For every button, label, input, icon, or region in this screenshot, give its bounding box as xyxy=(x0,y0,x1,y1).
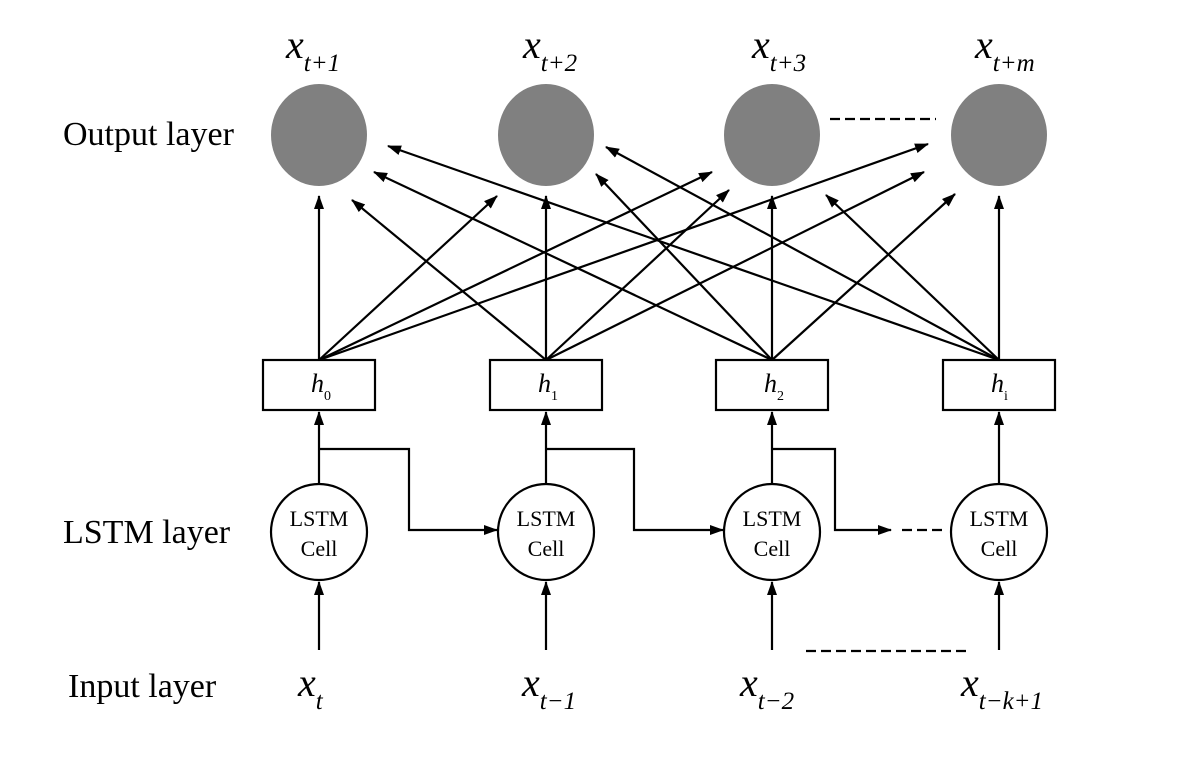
output-sub-1: t+2 xyxy=(541,50,577,77)
output-node-2 xyxy=(724,84,820,186)
edge-h1-to-out2 xyxy=(545,189,730,361)
hidden-box-2 xyxy=(714,358,830,412)
edge-h3-to-out0 xyxy=(387,144,1000,362)
lstm-cell-line1-1: LSTM xyxy=(517,506,576,531)
input-sub-2: t−2 xyxy=(758,688,794,715)
output-layer-label: Output layer xyxy=(63,116,235,153)
edge-h0-to-out3 xyxy=(318,142,929,362)
edges xyxy=(314,117,1004,653)
edge-h1-to-out3 xyxy=(545,171,925,361)
lstm-cell-line2-0: Cell xyxy=(301,536,338,561)
output-label-2: xt+3 xyxy=(751,22,806,77)
recurrent-edge-2 xyxy=(546,447,724,535)
lstm-cell-2 xyxy=(722,482,822,582)
edge-h3-to-out1 xyxy=(605,146,1000,361)
input-sub-1: t−1 xyxy=(540,688,576,715)
edge-h3-to-out2 xyxy=(825,194,1000,361)
input-layer-label: Input layer xyxy=(68,668,217,705)
hidden-box-3 xyxy=(941,358,1057,412)
hidden-sub-1: 1 xyxy=(551,389,558,404)
input-sub-3: t−k+1 xyxy=(979,688,1043,715)
output-node-0 xyxy=(271,84,367,186)
lstm-cells: LSTM Cell LSTM Cell LSTM Cell LSTM Cell xyxy=(269,482,1049,582)
input-label-0: xt xyxy=(297,660,324,715)
output-labels: xt+1 xt+2 xt+3 xt+m xyxy=(285,22,1035,77)
output-sub-3: t+m xyxy=(993,50,1035,77)
lstm-cell-3 xyxy=(949,482,1049,582)
hidden-sub-0: 0 xyxy=(324,389,331,404)
input-sub-0: t xyxy=(316,688,324,715)
output-sub-2: t+3 xyxy=(770,50,806,77)
input-labels: xt xt−1 xt−2 xt−k+1 xyxy=(297,660,1043,715)
output-node-3 xyxy=(951,84,1047,186)
edge-h2-to-out0 xyxy=(373,171,773,361)
output-label-0: xt+1 xyxy=(285,22,340,77)
hidden-label-3: hi xyxy=(991,369,1008,404)
hidden-sub-3: i xyxy=(1004,389,1008,404)
output-sub-0: t+1 xyxy=(304,50,340,77)
output-label-3: xt+m xyxy=(974,22,1035,77)
lstm-cell-1 xyxy=(496,482,596,582)
edge-h2-to-out3 xyxy=(771,193,956,361)
edge-h2-to-out1 xyxy=(595,173,773,361)
lstm-layer-label: LSTM layer xyxy=(63,514,231,551)
hidden-box-1 xyxy=(488,358,604,412)
output-nodes xyxy=(271,84,1047,186)
edge-h1-to-out0 xyxy=(351,199,547,361)
edge-h0-to-out2 xyxy=(318,171,713,361)
lstm-cell-line1-3: LSTM xyxy=(970,506,1029,531)
recurrent-edge-1 xyxy=(319,447,498,535)
input-label-2: xt−2 xyxy=(739,660,794,715)
lstm-cell-line1-0: LSTM xyxy=(290,506,349,531)
hidden-box-0 xyxy=(261,358,377,412)
recurrent-edge-3 xyxy=(772,447,892,535)
lstm-cell-line2-2: Cell xyxy=(754,536,791,561)
input-label-3: xt−k+1 xyxy=(960,660,1043,715)
output-node-1 xyxy=(498,84,594,186)
lstm-cell-line1-2: LSTM xyxy=(743,506,802,531)
lstm-cell-line2-3: Cell xyxy=(981,536,1018,561)
lstm-cell-line2-1: Cell xyxy=(528,536,565,561)
output-label-1: xt+2 xyxy=(522,22,577,77)
lstm-cell-0 xyxy=(269,482,369,582)
input-label-1: xt−1 xyxy=(521,660,576,715)
hidden-sub-2: 2 xyxy=(777,389,784,404)
edge-h0-to-out1 xyxy=(318,195,498,361)
